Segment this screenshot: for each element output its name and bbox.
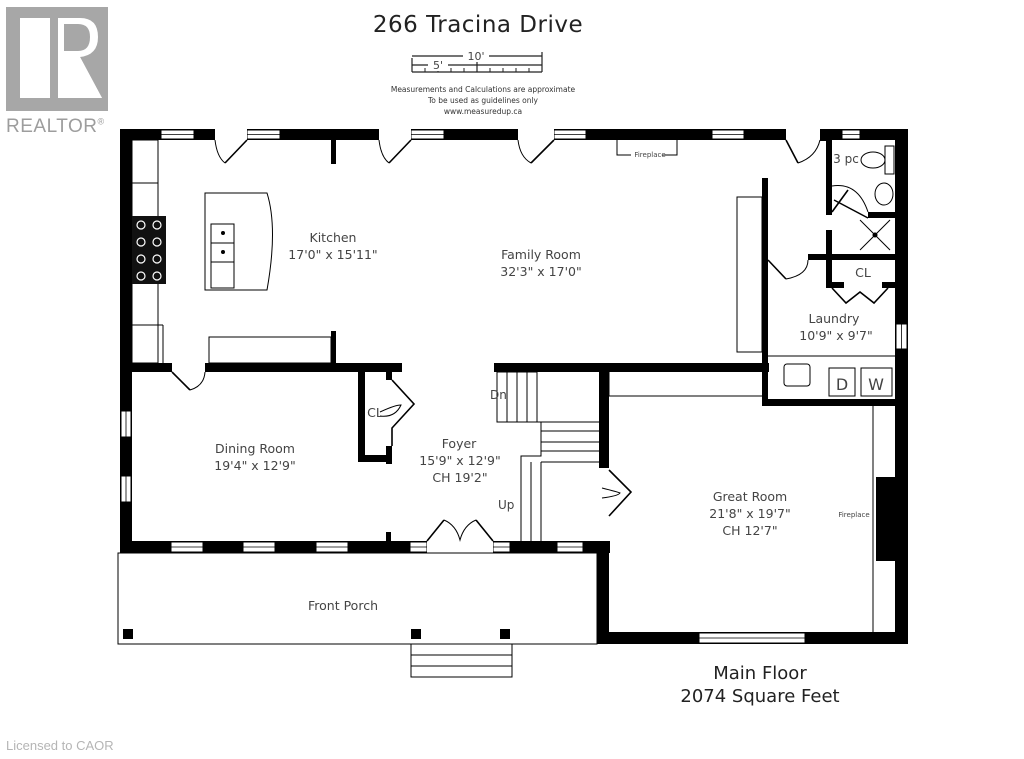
family-room-size: 32'3" x 17'0"	[500, 264, 581, 279]
kitchen-label: Kitchen	[310, 230, 357, 245]
fixtures	[117, 139, 895, 678]
laundry-size: 10'9" x 9'7"	[799, 328, 872, 343]
realtor-r-icon	[6, 7, 108, 111]
dryer-label: D	[836, 375, 848, 394]
dining-room-label: Dining Room	[215, 441, 295, 456]
family-room-label: Family Room	[501, 247, 581, 262]
scale-label-5ft: 5'	[433, 59, 443, 72]
scale-bar	[411, 52, 543, 73]
great-room-label: Great Room	[713, 489, 787, 504]
doors	[171, 129, 889, 553]
laundry-label: Laundry	[809, 311, 861, 326]
windows	[120, 129, 908, 644]
floor-area: 2074 Square Feet	[680, 686, 840, 707]
realtor-wordmark: REALTOR®	[6, 116, 105, 137]
foyer-label: Foyer	[442, 436, 477, 451]
foyer-size: 15'9" x 12'9"	[419, 453, 500, 468]
great-room-ceiling-height: CH 12'7"	[722, 523, 777, 538]
property-address-title: 266 Tracina Drive	[372, 12, 584, 38]
dining-room-size: 19'4" x 12'9"	[214, 458, 295, 473]
washer-label: W	[868, 375, 884, 394]
front-porch-label: Front Porch	[308, 598, 378, 613]
scale-label-10ft: 10'	[467, 50, 484, 63]
range-cooktop-icon	[132, 216, 166, 284]
disclaimer-line-2: To be used as guidelines only	[427, 96, 538, 105]
license-notice: Licensed to CAOR	[6, 738, 114, 753]
great-room-size: 21'8" x 19'7"	[709, 506, 790, 521]
great-fireplace-label: Fireplace	[838, 511, 869, 519]
family-fireplace-label: Fireplace	[634, 151, 665, 159]
foyer-ceiling-height: CH 19'2"	[432, 470, 487, 485]
laundry-closet-label: CL	[855, 265, 871, 280]
realtor-logo: REALTOR®	[6, 7, 110, 138]
foyer-closet-label: CL	[367, 405, 383, 420]
bath-label: 3 pc	[833, 152, 859, 166]
kitchen-size: 17'0" x 15'11"	[288, 247, 377, 262]
stairs-down-label: Dn	[490, 388, 507, 402]
disclaimer-line-1: Measurements and Calculations are approx…	[390, 85, 576, 94]
stairs-up-label: Up	[498, 498, 514, 512]
floor-name: Main Floor	[713, 663, 807, 684]
disclaimer-website: www.measuredup.ca	[443, 107, 523, 116]
porch-posts	[123, 629, 510, 639]
